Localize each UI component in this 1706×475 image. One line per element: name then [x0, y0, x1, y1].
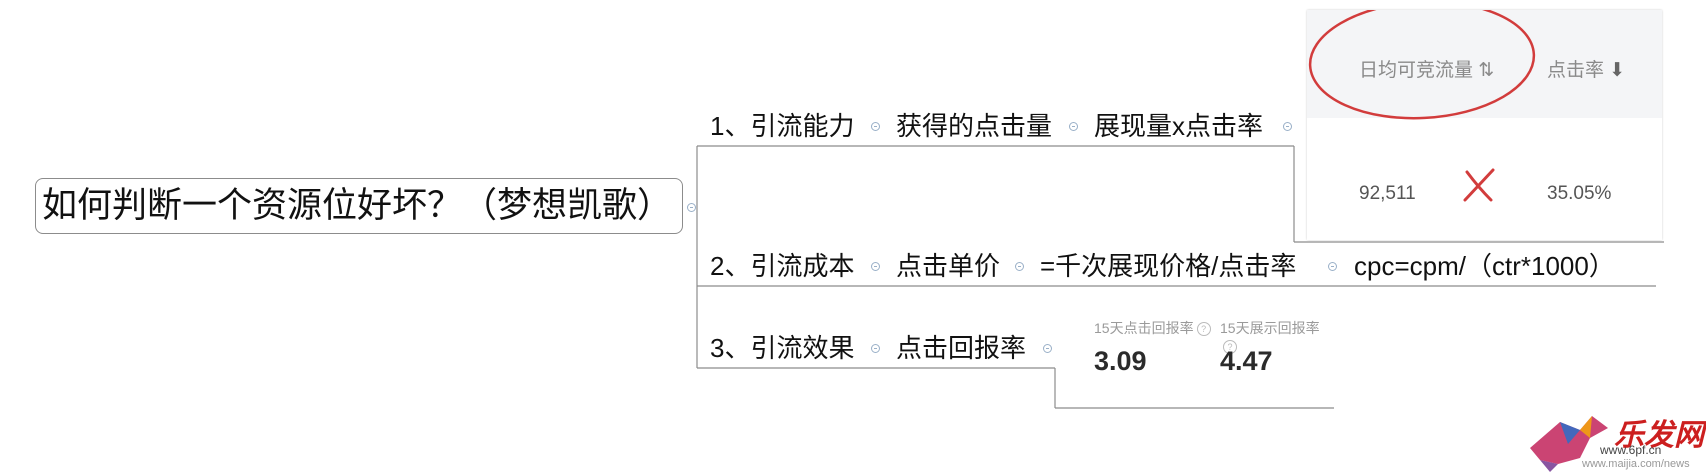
roi-click-value: 3.09	[1094, 346, 1147, 376]
screenshot-roi-stats: 15天点击回报率? 15天展示回报率? 3.09 4.47	[1068, 294, 1332, 406]
red-cross-icon	[1463, 168, 1495, 202]
watermark-url-secondary: www.maijia.com/news	[1582, 458, 1690, 470]
table-header	[1307, 10, 1662, 118]
collapse-icon[interactable]	[1283, 122, 1292, 131]
root-topic-title: 如何判断一个资源位好坏？（梦想凯歌）	[42, 186, 673, 225]
collapse-icon[interactable]	[871, 122, 880, 131]
roi-impression-label: 15天展示回报率?	[1220, 320, 1320, 354]
branch-2-child-cpc-formula[interactable]: cpc=cpm/（ctr*1000）	[1354, 251, 1615, 281]
ctr-value: 35.05%	[1547, 183, 1612, 204]
column-header-ctr: 点击率 ⬇	[1547, 60, 1626, 81]
collapse-icon[interactable]	[687, 203, 696, 212]
help-icon: ?	[1223, 340, 1237, 354]
branch-3-child-roi[interactable]: 点击回报率	[896, 333, 1027, 363]
collapse-icon[interactable]	[1328, 262, 1337, 271]
branch-2-label[interactable]: 2、引流成本	[710, 251, 855, 281]
red-circle-annotation	[1308, 10, 1536, 120]
collapse-icon[interactable]	[1015, 262, 1024, 271]
branch-2-child-cpc[interactable]: 点击单价	[896, 251, 1001, 281]
help-icon: ?	[1196, 322, 1211, 336]
collapse-icon[interactable]	[871, 344, 880, 353]
annotation-marks	[1308, 10, 1536, 202]
screenshot-traffic-table: 日均可竞流量 ⇅ 点击率 ⬇ 92,511 35.05%	[1307, 10, 1662, 240]
collapse-icon[interactable]	[1043, 344, 1052, 353]
sort-icon: ⇅	[1478, 60, 1495, 81]
column-header-traffic: 日均可竞流量 ⇅	[1359, 60, 1495, 81]
branch-2-child-cpm-formula[interactable]: =千次展现价格/点击率	[1040, 251, 1297, 281]
watermark-brand: 乐发网	[1614, 418, 1704, 453]
traffic-value: 92,511	[1359, 183, 1416, 204]
watermark-logo-icon	[1530, 416, 1608, 472]
branch-1-child-clicks[interactable]: 获得的点击量	[896, 111, 1053, 141]
branch-3-label[interactable]: 3、引流效果	[710, 333, 855, 363]
watermark-url: www.6pf.cn	[1600, 443, 1662, 457]
root-topic[interactable]: 如何判断一个资源位好坏？（梦想凯歌）	[35, 178, 683, 234]
collapse-icon[interactable]	[1069, 122, 1078, 131]
branch-1-label[interactable]: 1、引流能力	[710, 111, 855, 141]
sort-down-icon: ⬇	[1609, 60, 1626, 81]
roi-click-label: 15天点击回报率?	[1094, 318, 1211, 338]
collapse-icon[interactable]	[871, 262, 880, 271]
branch-1-child-formula[interactable]: 展现量x点击率	[1094, 111, 1264, 141]
roi-impression-value: 4.47	[1220, 346, 1273, 376]
